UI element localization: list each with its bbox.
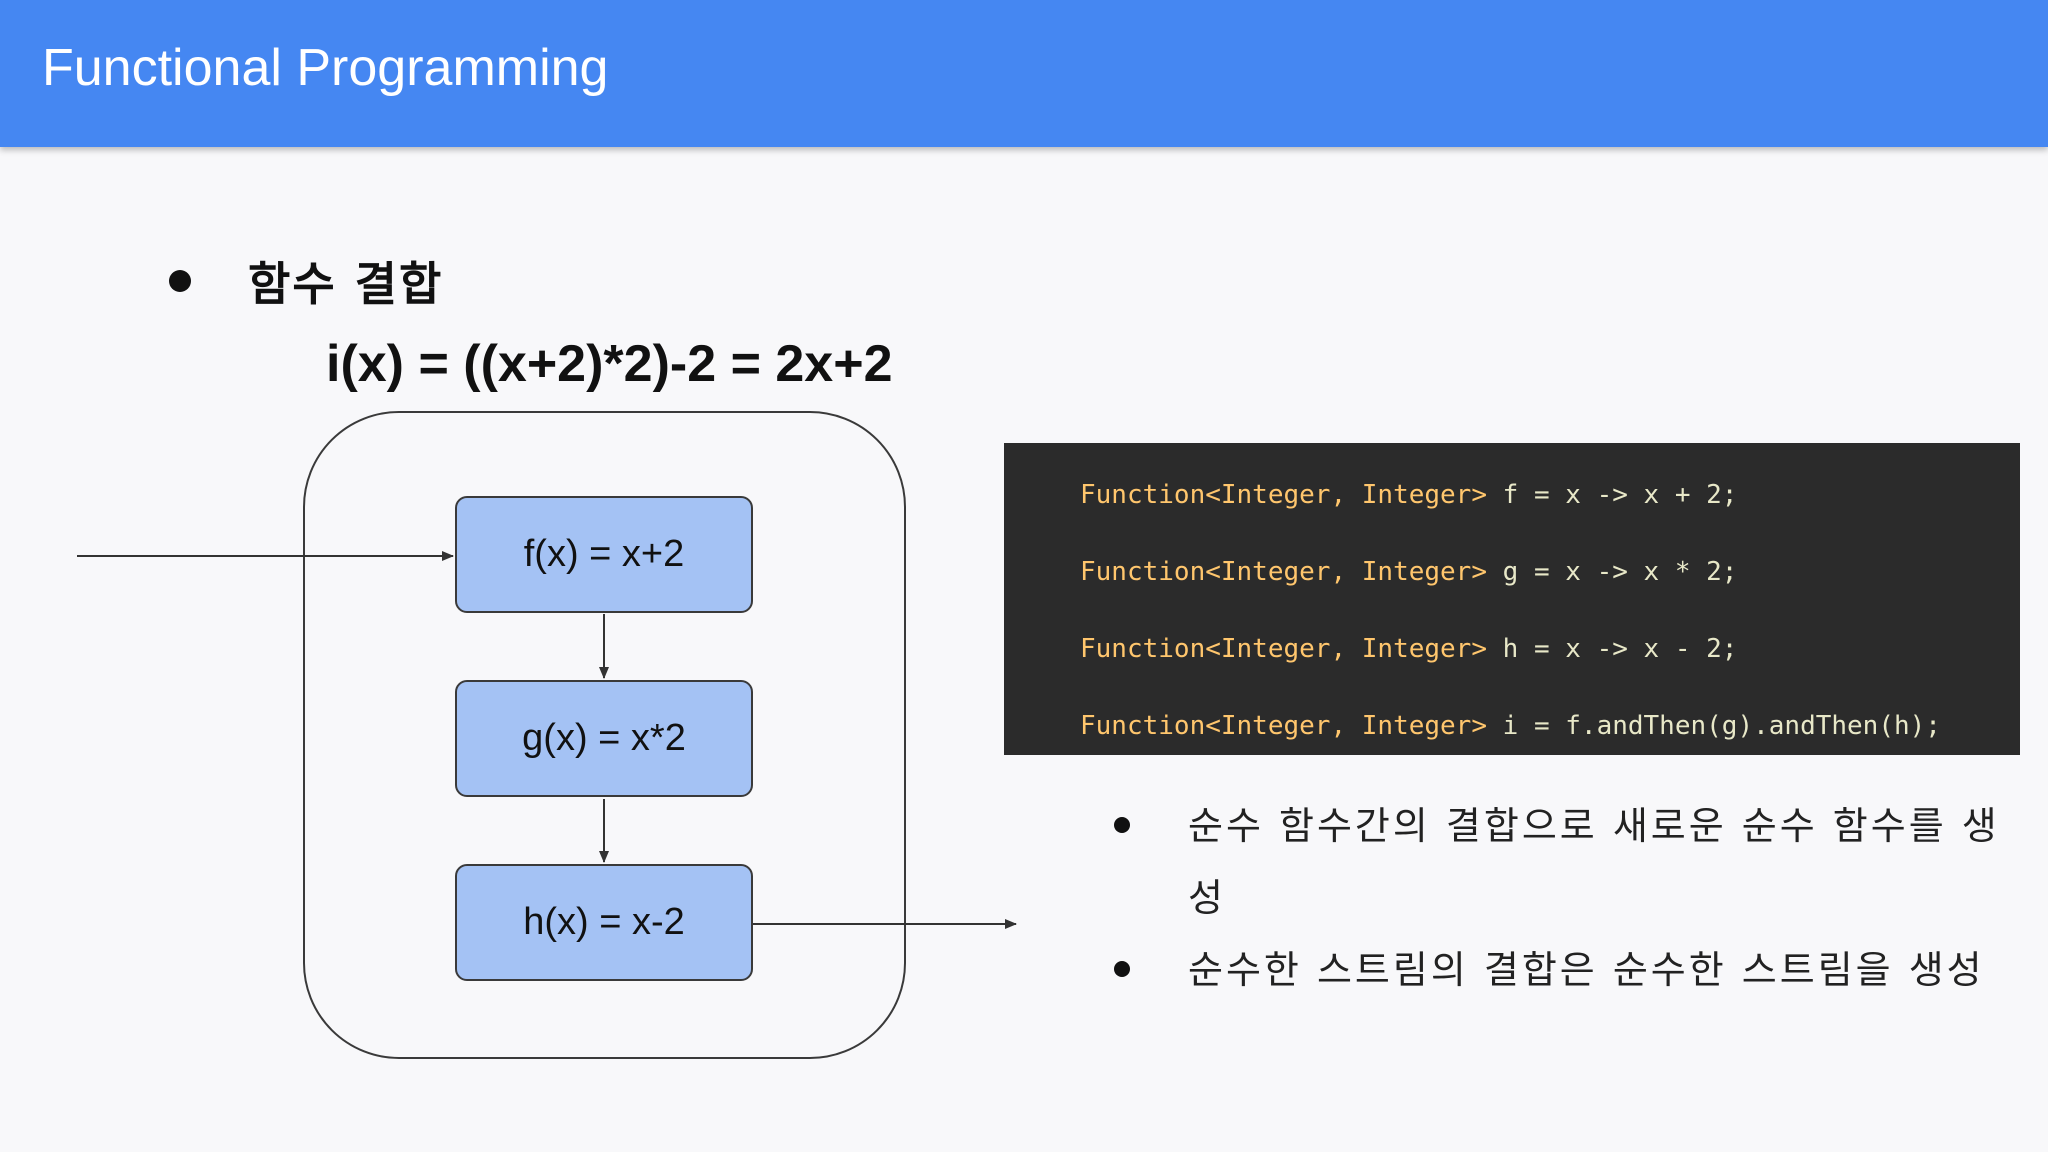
list-item: 순수 함수간의 결합으로 새로운 순수 함수를 생성 <box>1110 790 2010 934</box>
bullet-text: 순수 함수간의 결합으로 새로운 순수 함수를 생성 <box>1188 804 2000 920</box>
function-box-f: f(x) = x+2 <box>455 496 753 613</box>
code-line: Function<Integer, Integer> h = x -> x - … <box>1080 634 1738 664</box>
slide-header: Functional Programming <box>0 0 2048 147</box>
function-box-h: h(x) = x-2 <box>455 864 753 981</box>
code-block: Function<Integer, Integer> f = x -> x + … <box>1004 443 2020 755</box>
function-box-g: g(x) = x*2 <box>455 680 753 797</box>
list-item: 순수한 스트림의 결합은 순수한 스트림을 생성 <box>1110 934 2010 1006</box>
code-line: Function<Integer, Integer> f = x -> x + … <box>1080 480 1738 510</box>
code-line: Function<Integer, Integer> i = f.andThen… <box>1080 711 1941 741</box>
composite-container <box>303 411 906 1059</box>
bullet-icon <box>1114 961 1130 977</box>
section-heading: 함수 결합 <box>248 257 444 311</box>
bullet-text: 순수한 스트림의 결합은 순수한 스트림을 생성 <box>1188 948 1985 992</box>
code-line: Function<Integer, Integer> g = x -> x * … <box>1080 557 1738 587</box>
summary-bullets: 순수 함수간의 결합으로 새로운 순수 함수를 생성 순수한 스트림의 결합은 … <box>1110 790 2010 1006</box>
heading-bullet-icon <box>169 270 191 292</box>
bullet-icon <box>1114 817 1130 833</box>
slide-title: Functional Programming <box>42 39 609 97</box>
composition-formula: i(x) = ((x+2)*2)-2 = 2x+2 <box>326 335 893 393</box>
